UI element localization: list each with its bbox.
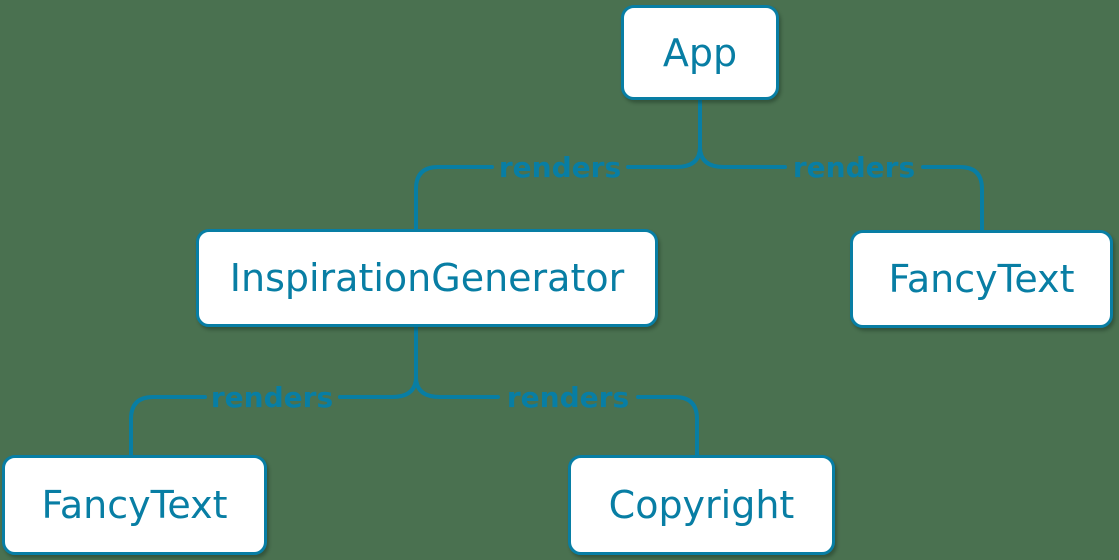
node-app: App: [621, 5, 779, 100]
edge-app-to-fancytext: [698, 145, 984, 232]
node-inspiration-generator-label: InspirationGenerator: [229, 256, 625, 300]
edge-label-inspirationgenerator-fancytext: renders: [210, 381, 334, 414]
node-fancy-text-top-label: FancyText: [888, 257, 1075, 301]
node-inspiration-generator: InspirationGenerator: [196, 229, 658, 327]
node-app-label: App: [662, 30, 738, 75]
edge-label-app-inspirationgenerator: renders: [498, 151, 622, 184]
node-copyright-label: Copyright: [608, 483, 795, 527]
edge-label-inspirationgenerator-copyright: renders: [506, 381, 630, 414]
node-fancy-text-top: FancyText: [850, 230, 1113, 328]
node-copyright: Copyright: [568, 455, 835, 555]
edge-label-app-fancytext: renders: [792, 151, 916, 184]
node-fancy-text-bottom-label: FancyText: [41, 483, 228, 527]
edge-inspirationgenerator-to-copyright: [414, 375, 699, 457]
node-fancy-text-bottom: FancyText: [2, 455, 267, 555]
